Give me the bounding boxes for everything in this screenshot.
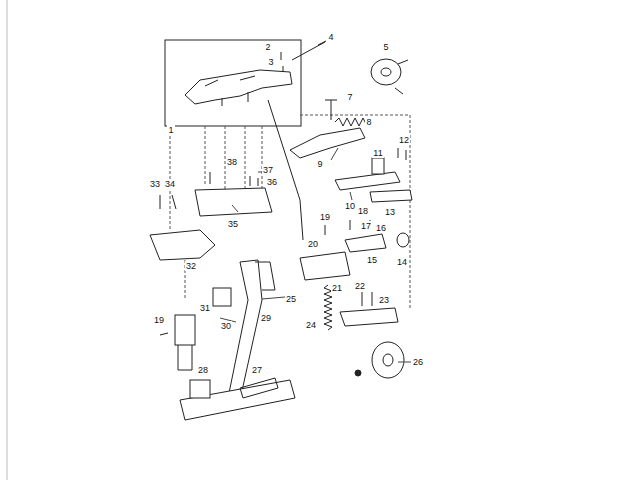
callout-number: 26: [412, 357, 424, 367]
knob-hub: [381, 68, 391, 76]
callout-number: 5: [382, 42, 389, 52]
callout-number: 23: [378, 295, 390, 305]
guide-lines: [170, 115, 410, 310]
callout-number: 4: [327, 32, 334, 42]
callout-number: 33: [149, 179, 161, 189]
callout-number: 37: [262, 165, 274, 175]
base-plate: [195, 188, 272, 216]
callout-number: 36: [266, 177, 278, 187]
callout-number: 3: [267, 57, 274, 67]
screw: [395, 60, 408, 94]
block: [372, 158, 384, 174]
callout-number: 21: [331, 283, 343, 293]
callout-number: 9: [316, 159, 323, 169]
callout-number: 18: [357, 206, 369, 216]
callout-number: 17: [360, 221, 372, 231]
lever-fork: [255, 262, 275, 290]
callout-number: 38: [226, 157, 238, 167]
callout-number: 19: [319, 212, 331, 222]
knob: [371, 59, 401, 85]
plate: [335, 172, 400, 190]
callout-number: 11: [372, 148, 383, 158]
arm-part: [185, 70, 292, 104]
plate: [370, 190, 412, 202]
bracket: [150, 230, 215, 260]
callout-number: 7: [346, 92, 353, 102]
cylinder: [175, 315, 195, 345]
screw: [355, 370, 361, 376]
callout-number: 2: [264, 42, 271, 52]
callout-number: 31: [199, 303, 211, 313]
callout-number: 8: [365, 117, 372, 127]
page-edge: [7, 0, 8, 480]
screw: [281, 41, 326, 72]
callout-number: 16: [375, 223, 387, 233]
callout-number: 13: [384, 207, 396, 217]
callout-number: 1: [167, 125, 174, 135]
callout-number: 32: [185, 261, 197, 271]
hinge: [190, 380, 210, 398]
washer: [397, 233, 409, 247]
disk-hub: [383, 354, 393, 366]
screw: [362, 292, 372, 306]
pin: [240, 378, 278, 398]
callout-number: 29: [260, 313, 272, 323]
callout-number: 34: [164, 179, 176, 189]
link: [345, 234, 386, 252]
arm-detail: [205, 76, 255, 106]
pin: [325, 100, 337, 120]
callout-number: 35: [227, 219, 239, 229]
screw: [160, 195, 176, 209]
lever-bar: [290, 128, 365, 158]
screw: [160, 333, 168, 335]
plate: [340, 308, 398, 326]
long-lever: [228, 260, 262, 400]
callout-number: 27: [251, 365, 263, 375]
callout-number: 19: [153, 315, 165, 325]
callout-number: 24: [305, 320, 317, 330]
disk: [372, 342, 404, 378]
screw: [210, 172, 258, 186]
leader-lines: [220, 148, 411, 362]
callout-number: 30: [220, 321, 232, 331]
block: [213, 288, 231, 306]
callout-number: 10: [344, 201, 356, 211]
callout-number: 12: [398, 135, 410, 145]
callout-number: 14: [396, 257, 408, 267]
block: [300, 252, 350, 280]
callout-number: 20: [307, 239, 319, 249]
callout-number: 25: [285, 294, 297, 304]
screw: [398, 148, 406, 160]
callout-number: 22: [354, 281, 366, 291]
gear: [178, 345, 192, 370]
callout-number: 28: [197, 365, 209, 375]
callout-number: 15: [366, 255, 378, 265]
